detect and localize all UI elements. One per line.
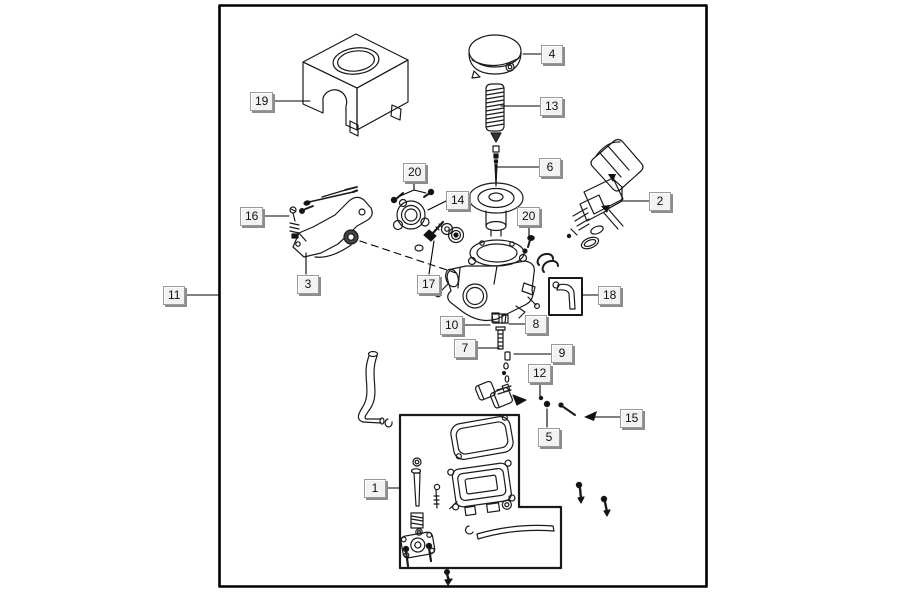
callout-nozzle[interactable]: 7 (454, 339, 476, 358)
part-carburettor-body (434, 239, 540, 324)
part-float (474, 380, 527, 409)
callout-screw[interactable]: 15 (620, 409, 644, 428)
part-spring (485, 83, 505, 132)
callout-diaphragm-cover[interactable]: 14 (446, 191, 470, 210)
part-auto-choke (566, 138, 644, 250)
diagram-border (218, 4, 708, 588)
part-pin (538, 395, 544, 401)
callout-auto-choke[interactable]: 2 (649, 192, 671, 211)
part-lever-bracket (292, 196, 373, 258)
callout-screw-set-mid[interactable]: 20 (517, 207, 541, 226)
part-jets (491, 312, 511, 383)
callout-float-bowl-kit[interactable]: 1 (364, 479, 386, 498)
callout-adjuster-screw[interactable]: 16 (240, 207, 264, 226)
callout-main-jet[interactable]: 9 (551, 344, 573, 363)
callout-pin[interactable]: 12 (528, 364, 552, 383)
part-vent-pipe-kit (536, 252, 583, 316)
part-top-cap (468, 34, 522, 79)
callout-vent-pipe-kit[interactable]: 18 (598, 286, 622, 305)
part-cover-screw (423, 220, 465, 244)
part-loose-screws (444, 481, 611, 586)
callout-jet[interactable]: 8 (525, 315, 547, 334)
part-bracket-screws (299, 186, 359, 215)
part-jet-needle (490, 132, 502, 187)
callout-air-box-cover[interactable]: 19 (250, 92, 274, 111)
part-screw-15 (558, 402, 576, 416)
callout-spring[interactable]: 13 (540, 97, 564, 116)
callout-carburettor-assembly[interactable]: 11 (163, 286, 186, 305)
callout-ball[interactable]: 5 (538, 428, 560, 447)
part-air-box-cover (302, 33, 409, 137)
leader-lines (182, 53, 650, 489)
callout-jet-needle[interactable]: 6 (539, 158, 561, 177)
part-adjuster-screw (289, 206, 300, 239)
part-float-bowl-kit (398, 413, 563, 570)
callout-cover-screw[interactable]: 17 (417, 275, 441, 294)
callout-lever-bracket[interactable]: 3 (297, 275, 319, 294)
part-diaphragm-slide (468, 182, 524, 237)
part-screw-set-mid (522, 235, 535, 254)
part-ball (543, 400, 551, 408)
callout-top-cap[interactable]: 4 (541, 45, 563, 64)
part-diaphragm-cover (392, 198, 430, 252)
callout-jet-pair[interactable]: 10 (440, 316, 464, 335)
part-drain-hose (357, 350, 393, 428)
callout-screw-set-top[interactable]: 20 (403, 163, 427, 182)
